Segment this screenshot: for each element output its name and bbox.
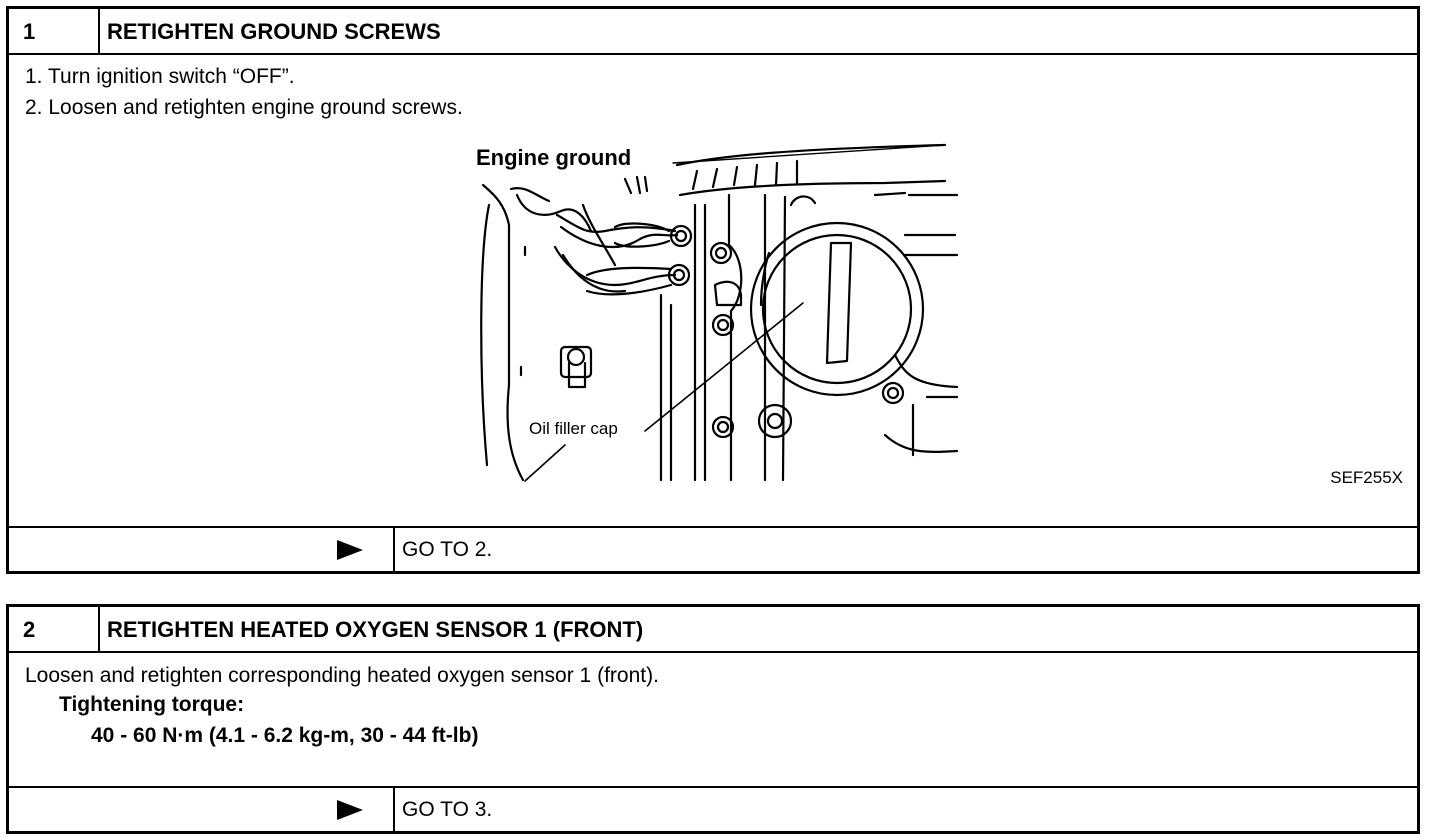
step-1-header: 1 RETIGHTEN GROUND SCREWS: [9, 9, 1417, 55]
right-arrow-icon: [337, 540, 363, 560]
step-1-footer: GO TO 2.: [9, 526, 1417, 571]
torque-label: Tightening torque:: [59, 693, 245, 716]
step-2-header: 2 RETIGHTEN HEATED OXYGEN SENSOR 1 (FRON…: [9, 607, 1417, 653]
goto-link[interactable]: GO TO 2.: [402, 538, 493, 561]
step-number: 1: [9, 9, 100, 53]
goto-link[interactable]: GO TO 3.: [402, 798, 493, 821]
step-2-footer: GO TO 3.: [9, 786, 1417, 831]
right-arrow-icon: [337, 800, 363, 820]
engine-illustration: [480, 143, 959, 482]
instruction-line: Loosen and retighten corresponding heate…: [25, 664, 659, 687]
arrow-cell: [9, 788, 395, 831]
oil-filler-cap-label: Oil filler cap: [527, 419, 620, 439]
instruction-line-1: 1. Turn ignition switch “OFF”.: [25, 65, 295, 88]
engine-ground-label: Engine ground: [476, 145, 632, 170]
step-1-box: 1 RETIGHTEN GROUND SCREWS 1. Turn igniti…: [6, 6, 1420, 574]
step-2-box: 2 RETIGHTEN HEATED OXYGEN SENSOR 1 (FRON…: [6, 604, 1420, 834]
step-title: RETIGHTEN HEATED OXYGEN SENSOR 1 (FRONT): [107, 617, 644, 642]
instruction-line-2: 2. Loosen and retighten engine ground sc…: [25, 96, 463, 119]
arrow-cell: [9, 528, 395, 571]
step-number: 2: [9, 607, 100, 651]
figure-code: SEF255X: [1330, 468, 1403, 487]
torque-value: 40 - 60 N·m (4.1 - 6.2 kg-m, 30 - 44 ft-…: [91, 724, 479, 747]
engine-ground-figure: Engine ground Oil filler cap: [465, 135, 965, 487]
step-title: RETIGHTEN GROUND SCREWS: [107, 19, 441, 44]
